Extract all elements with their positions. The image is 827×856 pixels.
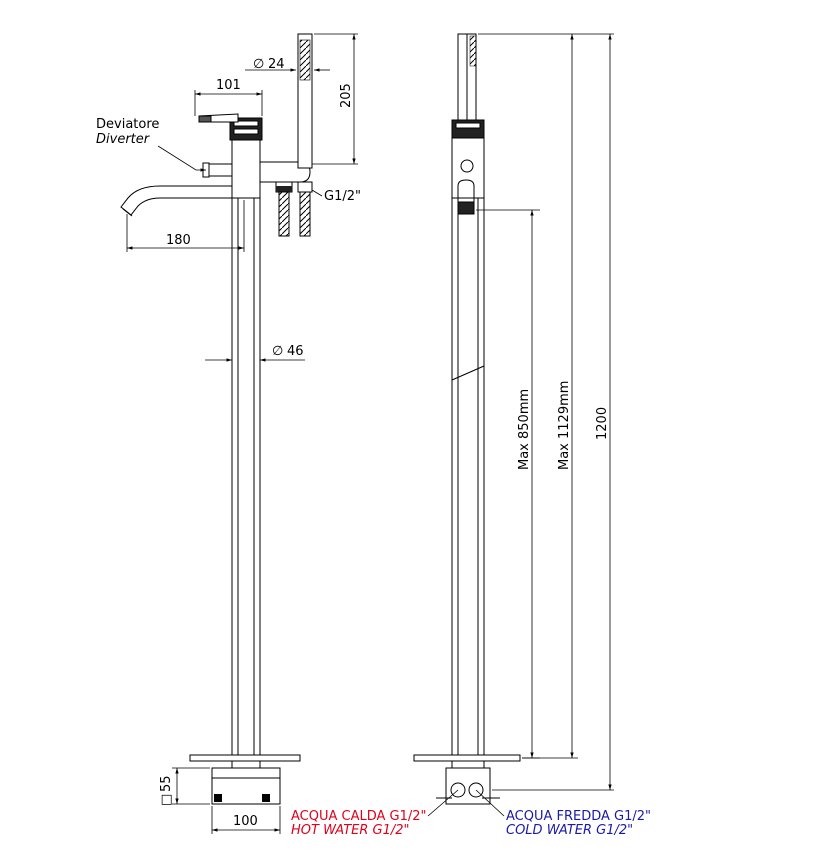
dim-diameter-24-symbol: ∅ — [253, 57, 264, 72]
diverter-label-it: Deviatore — [96, 117, 159, 132]
hose-left — [278, 191, 290, 237]
dim-180: 180 — [166, 233, 191, 248]
dim-1200: 1200 — [595, 407, 610, 440]
hot-water-en: HOT WATER G1/2" — [291, 823, 410, 838]
hot-water-it: ACQUA CALDA G1/2" — [291, 809, 427, 824]
cold-water-en: COLD WATER G1/2" — [506, 823, 633, 838]
dim-101: 101 — [216, 78, 241, 93]
spout-left — [120, 185, 233, 216]
hose-right — [299, 191, 311, 237]
spout-front — [457, 179, 475, 203]
diverter-label-en: Diverter — [96, 132, 151, 147]
diverter-knob — [205, 163, 233, 177]
dim-55-symbol: □ — [159, 794, 174, 806]
column-right — [451, 197, 485, 756]
dim-diameter-24: 24 — [268, 57, 285, 72]
dim-diameter-46-symbol: ∅ — [272, 344, 283, 359]
mixer-body-left — [231, 139, 261, 199]
dim-diameter-46: 46 — [287, 344, 304, 359]
dim-205: 205 — [339, 83, 354, 108]
dim-g12: G1/2" — [324, 189, 361, 204]
floor-plate-left — [189, 754, 301, 762]
left-view: 101 ∅ 24 205 G1/2" Deviatore Diverter 18… — [96, 33, 361, 834]
dim-100: 100 — [233, 814, 258, 829]
right-view: Max 850mm Max 1129mm 1200 ACQUA CALDA G1… — [291, 33, 651, 838]
column-left — [231, 194, 261, 756]
dim-55: 55 — [159, 775, 174, 792]
dim-max-850: Max 850mm — [517, 389, 532, 470]
cold-water-it: ACQUA FREDDA G1/2" — [506, 809, 651, 824]
dim-max-1129: Max 1129mm — [557, 381, 572, 470]
floor-plate-right — [413, 754, 521, 762]
